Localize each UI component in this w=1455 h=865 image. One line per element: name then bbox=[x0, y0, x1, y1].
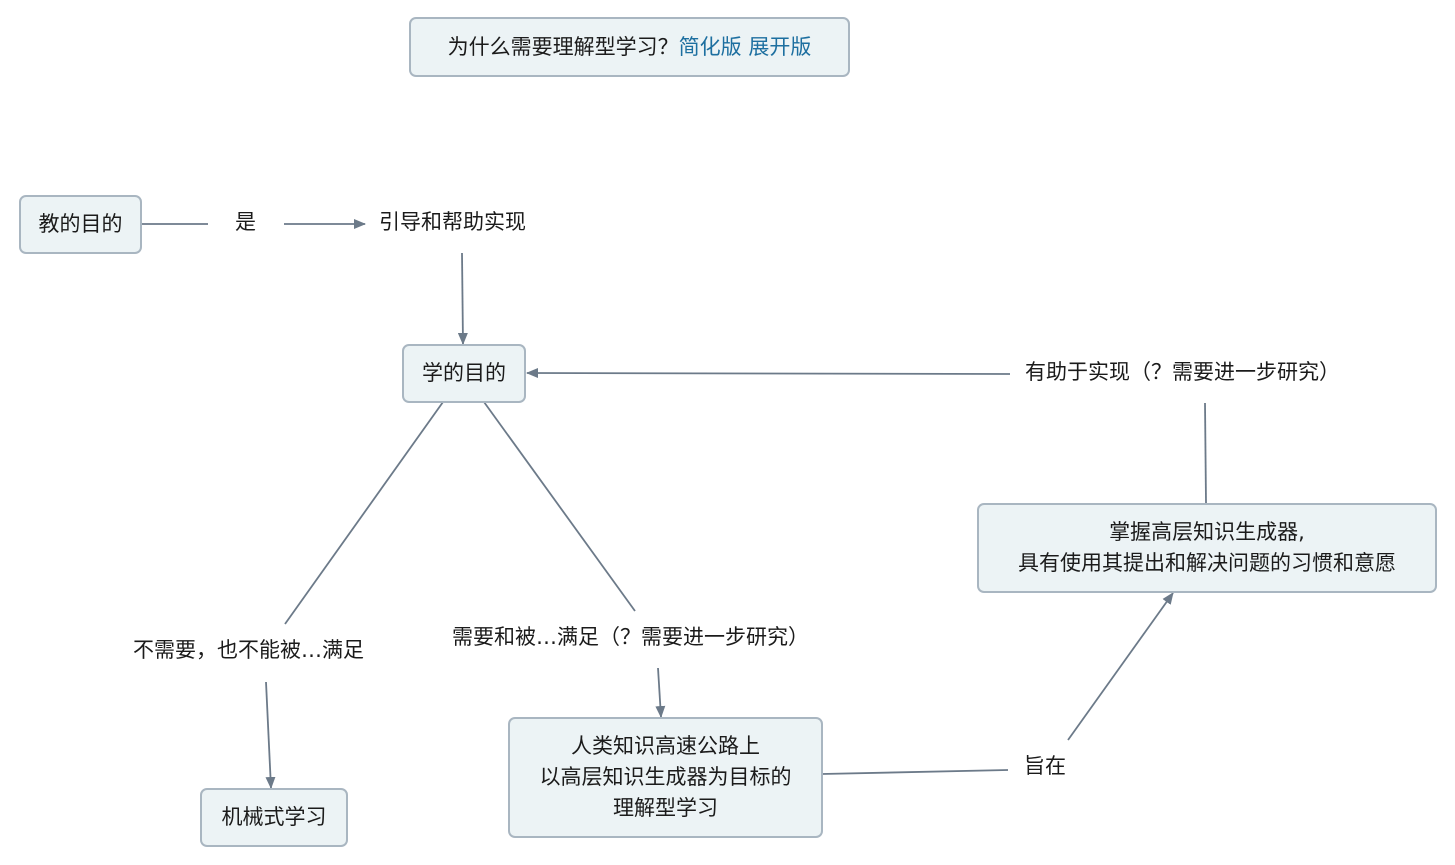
label-guide-help: 引导和帮助实现 bbox=[377, 207, 528, 237]
label-aim: 旨在 bbox=[1022, 751, 1068, 781]
rote-learning-text: 机械式学习 bbox=[221, 805, 327, 829]
label-not-needed: 不需要，也不能被…满足 bbox=[131, 635, 366, 665]
learning-goal-node[interactable]: 学的目的 bbox=[402, 344, 526, 403]
understanding-line-2: 以高层知识生成器为目标的 bbox=[539, 765, 792, 789]
label-is: 是 bbox=[233, 207, 258, 237]
teaching-goal-node[interactable]: 教的目的 bbox=[19, 195, 142, 254]
simple-version-link[interactable]: 简化版 bbox=[678, 34, 742, 59]
label-needed: 需要和被…满足（？需要进一步研究） bbox=[450, 622, 811, 652]
understanding-line-3: 理解型学习 bbox=[613, 796, 718, 820]
understanding-learning-node[interactable]: 人类知识高速公路上 以高层知识生成器为目标的 理解型学习 bbox=[508, 717, 823, 838]
teaching-goal-text: 教的目的 bbox=[38, 212, 123, 236]
edge-needed-to-understanding bbox=[655, 667, 666, 718]
learning-goal-text: 学的目的 bbox=[422, 361, 506, 385]
edge-guide-to-learning-goal bbox=[457, 252, 468, 345]
edge-mastery-to-helps bbox=[1204, 402, 1207, 504]
mastery-line-2: 具有使用其提出和解决问题的习惯和意愿 bbox=[1018, 551, 1396, 575]
expanded-version-link[interactable]: 展开版 bbox=[748, 34, 812, 59]
question-title: 为什么需要理解型学习？ bbox=[447, 34, 679, 59]
edge-helps-to-learning-goal bbox=[526, 368, 1011, 379]
mastery-line-1: 掌握高层知识生成器, bbox=[1109, 520, 1305, 544]
edge-not-needed-to-rote bbox=[265, 681, 276, 789]
understanding-line-1: 人类知识高速公路上 bbox=[571, 734, 760, 758]
label-helps-realize: 有助于实现（？需要进一步研究） bbox=[1023, 357, 1342, 387]
edge-understanding-to-aim bbox=[821, 769, 1009, 775]
edge-learning-goal-to-not-needed bbox=[284, 401, 444, 625]
rote-learning-node[interactable]: 机械式学习 bbox=[200, 788, 348, 847]
mastery-node[interactable]: 掌握高层知识生成器, 具有使用其提出和解决问题的习惯和意愿 bbox=[977, 503, 1437, 593]
title-node: 为什么需要理解型学习？ 简化版 展开版 bbox=[409, 17, 850, 77]
edge-aim-to-mastery bbox=[1067, 592, 1174, 741]
link-separator bbox=[742, 32, 749, 63]
edge-learning-goal-to-needed bbox=[483, 401, 636, 612]
